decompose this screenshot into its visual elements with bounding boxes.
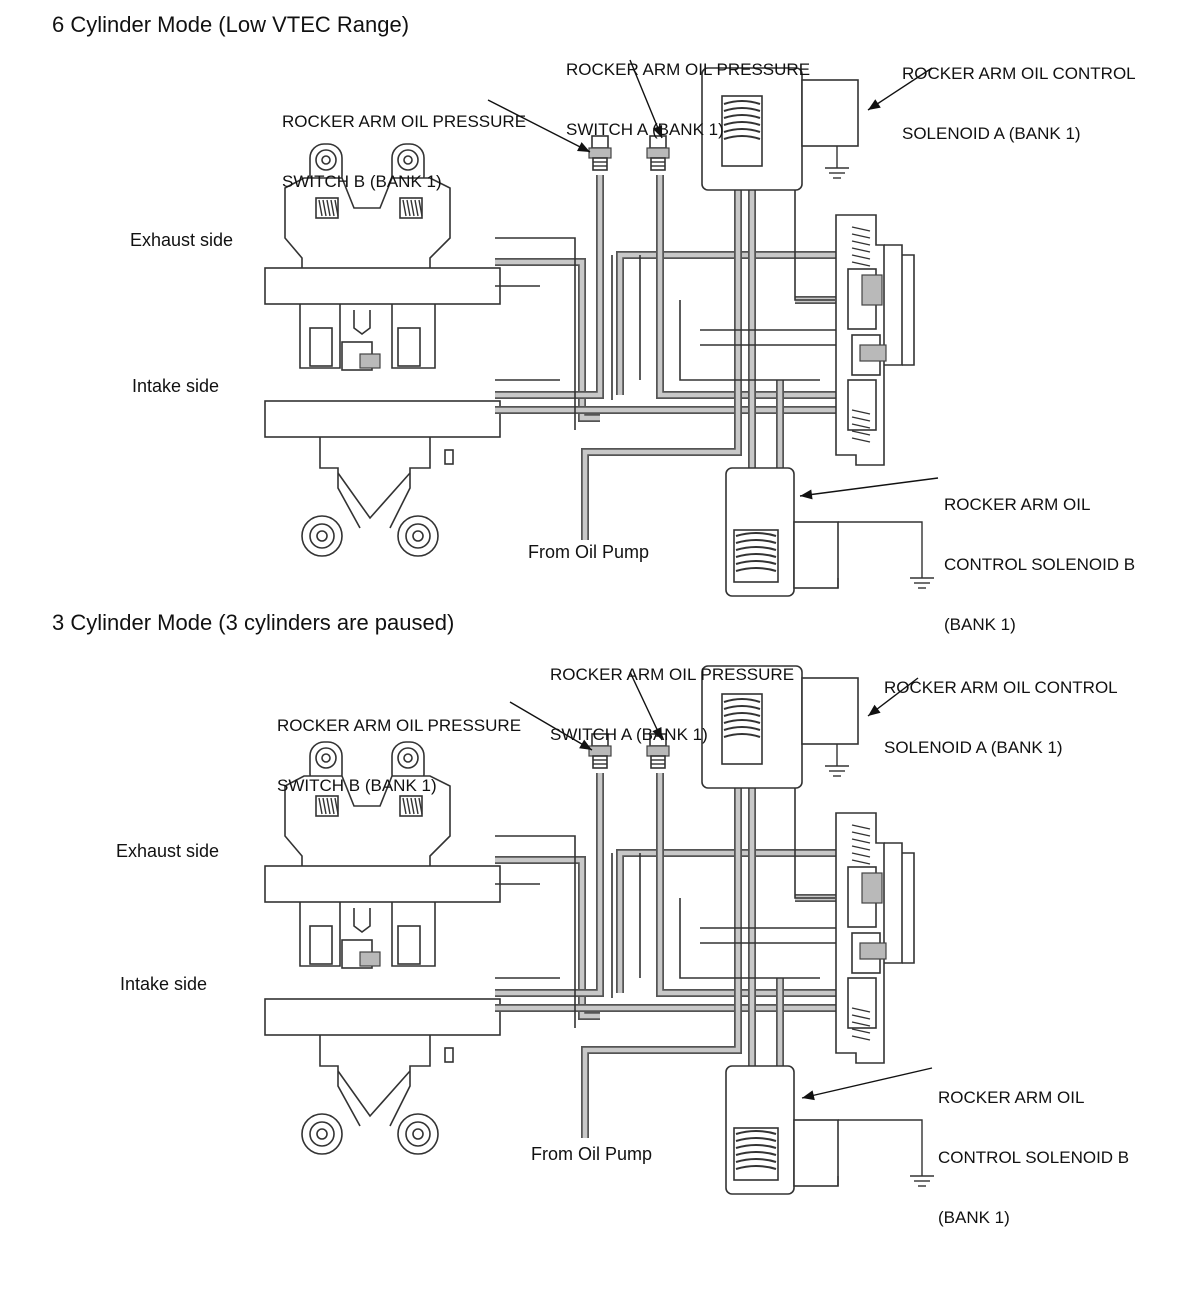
solenoid-b-wire	[837, 1119, 923, 1186]
passage-from-pump-fill	[582, 753, 741, 1138]
solenoid-b-connector	[793, 1119, 839, 1187]
panel-3-cylinder-mode: 3 Cylinder Mode (3 cylinders are paused)…	[0, 598, 1200, 1227]
sync-pin	[359, 353, 381, 369]
lifter-left	[309, 327, 333, 367]
lifter-blocks	[299, 902, 436, 967]
exhaust-shaft	[264, 267, 501, 305]
solenoid-b	[725, 1065, 839, 1195]
leader-solenoid-a	[867, 67, 933, 111]
solenoid-a-coil	[723, 698, 761, 738]
lower-roller-0	[301, 515, 343, 557]
passage-switch-b-fill	[495, 175, 603, 398]
exhaust-shaft	[264, 865, 501, 903]
solenoid-a-connector	[801, 677, 859, 745]
solenoid-b-connector	[793, 521, 839, 589]
hydraulic-schematic-3-cyl	[264, 665, 934, 1195]
lower-roller-1	[397, 515, 439, 557]
passage-exhaust-shaft-fill	[495, 259, 600, 421]
rocker-arm-assembly	[264, 741, 501, 1155]
ground-symbol-a	[825, 765, 849, 777]
small-tab	[444, 449, 454, 465]
leader-solenoid-b	[801, 1067, 933, 1101]
roller-1	[397, 149, 419, 171]
label-from-oil-pump: From Oil Pump	[531, 1144, 653, 1164]
pressure-switch-a	[646, 733, 670, 769]
label-solenoid-a: ROCKER ARM OIL CONTROL SOLENOID A (BANK …	[902, 64, 1136, 143]
passage-from-pump-fill	[582, 155, 741, 540]
leader-switch-b	[509, 701, 593, 751]
pressure-switch-a	[646, 135, 670, 171]
passage-upper-branch	[616, 849, 840, 993]
solenoid-b-wire	[837, 521, 923, 588]
lower-spool	[847, 977, 877, 1029]
leader-solenoid-b	[799, 477, 939, 500]
passage-switch-b-fill	[495, 773, 603, 996]
label-intake-side: Intake side	[120, 974, 208, 994]
label-exhaust-side: Exhaust side	[130, 230, 234, 250]
roller-0	[315, 149, 337, 171]
solenoid-b-coil	[735, 532, 777, 572]
solenoid-a-connector	[801, 79, 859, 147]
lower-roller-1	[397, 1113, 439, 1155]
lifter-left	[309, 925, 333, 965]
panel-title: 3 Cylinder Mode (3 cylinders are paused)	[52, 610, 455, 635]
lifter-right	[397, 925, 421, 965]
ground-symbol-b	[910, 1175, 934, 1187]
passage-exhaust-shaft-fill	[495, 857, 600, 1019]
leader-switch-b	[487, 99, 591, 153]
solenoid-a	[701, 67, 859, 191]
ground-symbol-a	[825, 167, 849, 179]
leader-switch-a	[629, 671, 663, 741]
solenoid-a	[701, 665, 859, 789]
panel-title: 6 Cylinder Mode (Low VTEC Range)	[52, 12, 410, 37]
label-solenoid-b: ROCKER ARM OIL CONTROL SOLENOID B (BANK …	[938, 1088, 1130, 1227]
intake-rocker	[319, 437, 431, 529]
roller-0	[315, 747, 337, 769]
pivot	[353, 310, 371, 335]
label-solenoid-b: ROCKER ARM OIL CONTROL SOLENOID B (BANK …	[944, 495, 1136, 634]
passage-upper-branch	[616, 251, 840, 395]
lifter-right	[397, 327, 421, 367]
passage-upper-branch-fill	[617, 252, 840, 395]
lifter-blocks	[299, 304, 436, 369]
sync-pin	[359, 951, 381, 967]
lower-roller-0	[301, 1113, 343, 1155]
rocker-arm-assembly	[264, 143, 501, 557]
label-switch-b: ROCKER ARM OIL PRESSURE SWITCH B (BANK 1…	[277, 716, 522, 795]
panel-6-cylinder-mode: 6 Cylinder Mode (Low VTEC Range) ROCKER …	[0, 0, 1200, 634]
pivot	[353, 908, 371, 933]
pressure-switch-b	[588, 135, 612, 171]
roller-1	[397, 747, 419, 769]
passage-solenoid-b-feed	[748, 753, 770, 1102]
label-switch-b: ROCKER ARM OIL PRESSURE SWITCH B (BANK 1…	[282, 112, 527, 191]
solenoid-b	[725, 467, 839, 597]
solenoid-b-coil	[735, 1130, 777, 1170]
label-switch-a: ROCKER ARM OIL PRESSURE SWITCH A (BANK 1…	[550, 665, 795, 744]
passage-solenoid-b-feed	[748, 155, 770, 504]
hydraulic-schematic-6-cyl	[264, 59, 939, 597]
small-tab	[444, 1047, 454, 1063]
leader-switch-a	[629, 59, 663, 139]
intake-rocker	[319, 1035, 431, 1127]
pressure-switch-b	[588, 733, 612, 769]
passage-upper-branch-fill	[617, 850, 840, 993]
ground-symbol-b	[910, 577, 934, 589]
spool-valve	[835, 812, 915, 1064]
label-switch-a: ROCKER ARM OIL PRESSURE SWITCH A (BANK 1…	[566, 60, 811, 139]
label-exhaust-side: Exhaust side	[116, 841, 220, 861]
label-solenoid-a: ROCKER ARM OIL CONTROL SOLENOID A (BANK …	[884, 678, 1118, 757]
intake-shaft	[264, 400, 501, 438]
intake-shaft	[264, 998, 501, 1036]
passage-outlines	[495, 237, 576, 430]
lower-spool	[847, 379, 877, 431]
label-intake-side: Intake side	[132, 376, 220, 396]
label-from-oil-pump: From Oil Pump	[528, 542, 650, 562]
solenoid-a-coil	[723, 100, 761, 140]
passage-outlines	[495, 835, 576, 1028]
leader-solenoid-a	[867, 677, 919, 717]
spool-valve	[835, 214, 915, 466]
